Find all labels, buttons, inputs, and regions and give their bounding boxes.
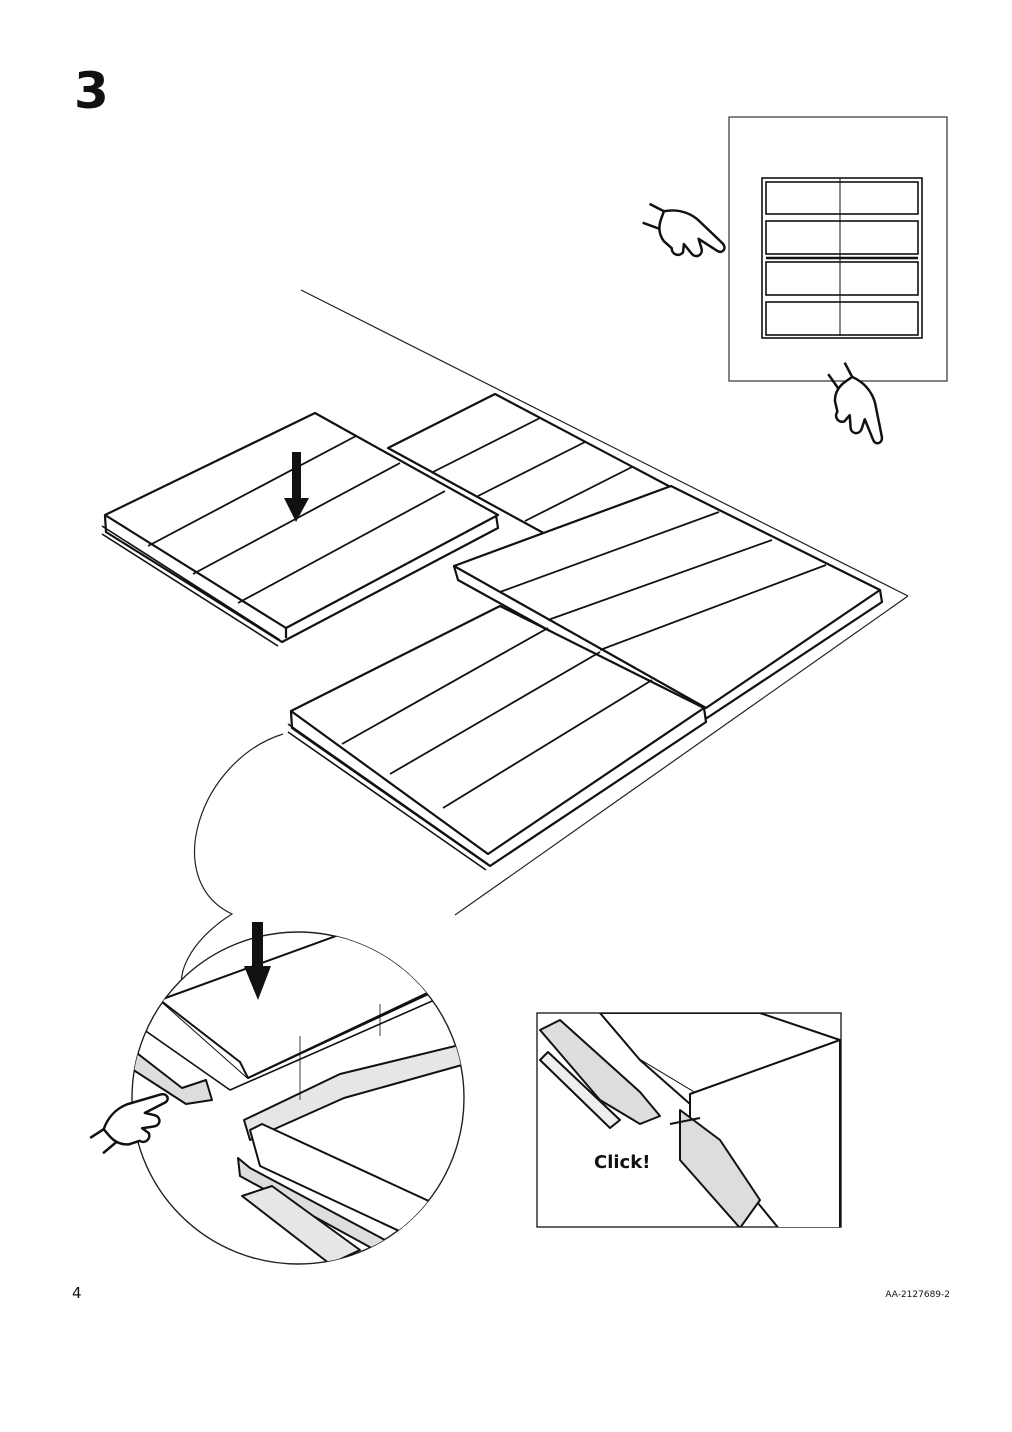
- down-arrow-icon: [284, 452, 309, 522]
- click-detail-box: [536, 1012, 842, 1228]
- down-arrow-icon: [244, 922, 271, 1000]
- step-number: 3: [74, 62, 109, 120]
- page-number: 4: [72, 1284, 82, 1302]
- magnified-detail: [131, 922, 465, 1265]
- click-label: Click!: [594, 1152, 651, 1173]
- hand-pointing-icon: [635, 198, 733, 271]
- top-view-inset: [728, 116, 948, 382]
- deck-tile-front: [287, 604, 708, 871]
- magnifier-connector: [180, 733, 284, 1001]
- deck-tile-left: [101, 411, 500, 647]
- floor-outline: [300, 289, 909, 916]
- deck-tile-right: [452, 484, 884, 720]
- document-code: AA-2127689-2: [885, 1290, 950, 1300]
